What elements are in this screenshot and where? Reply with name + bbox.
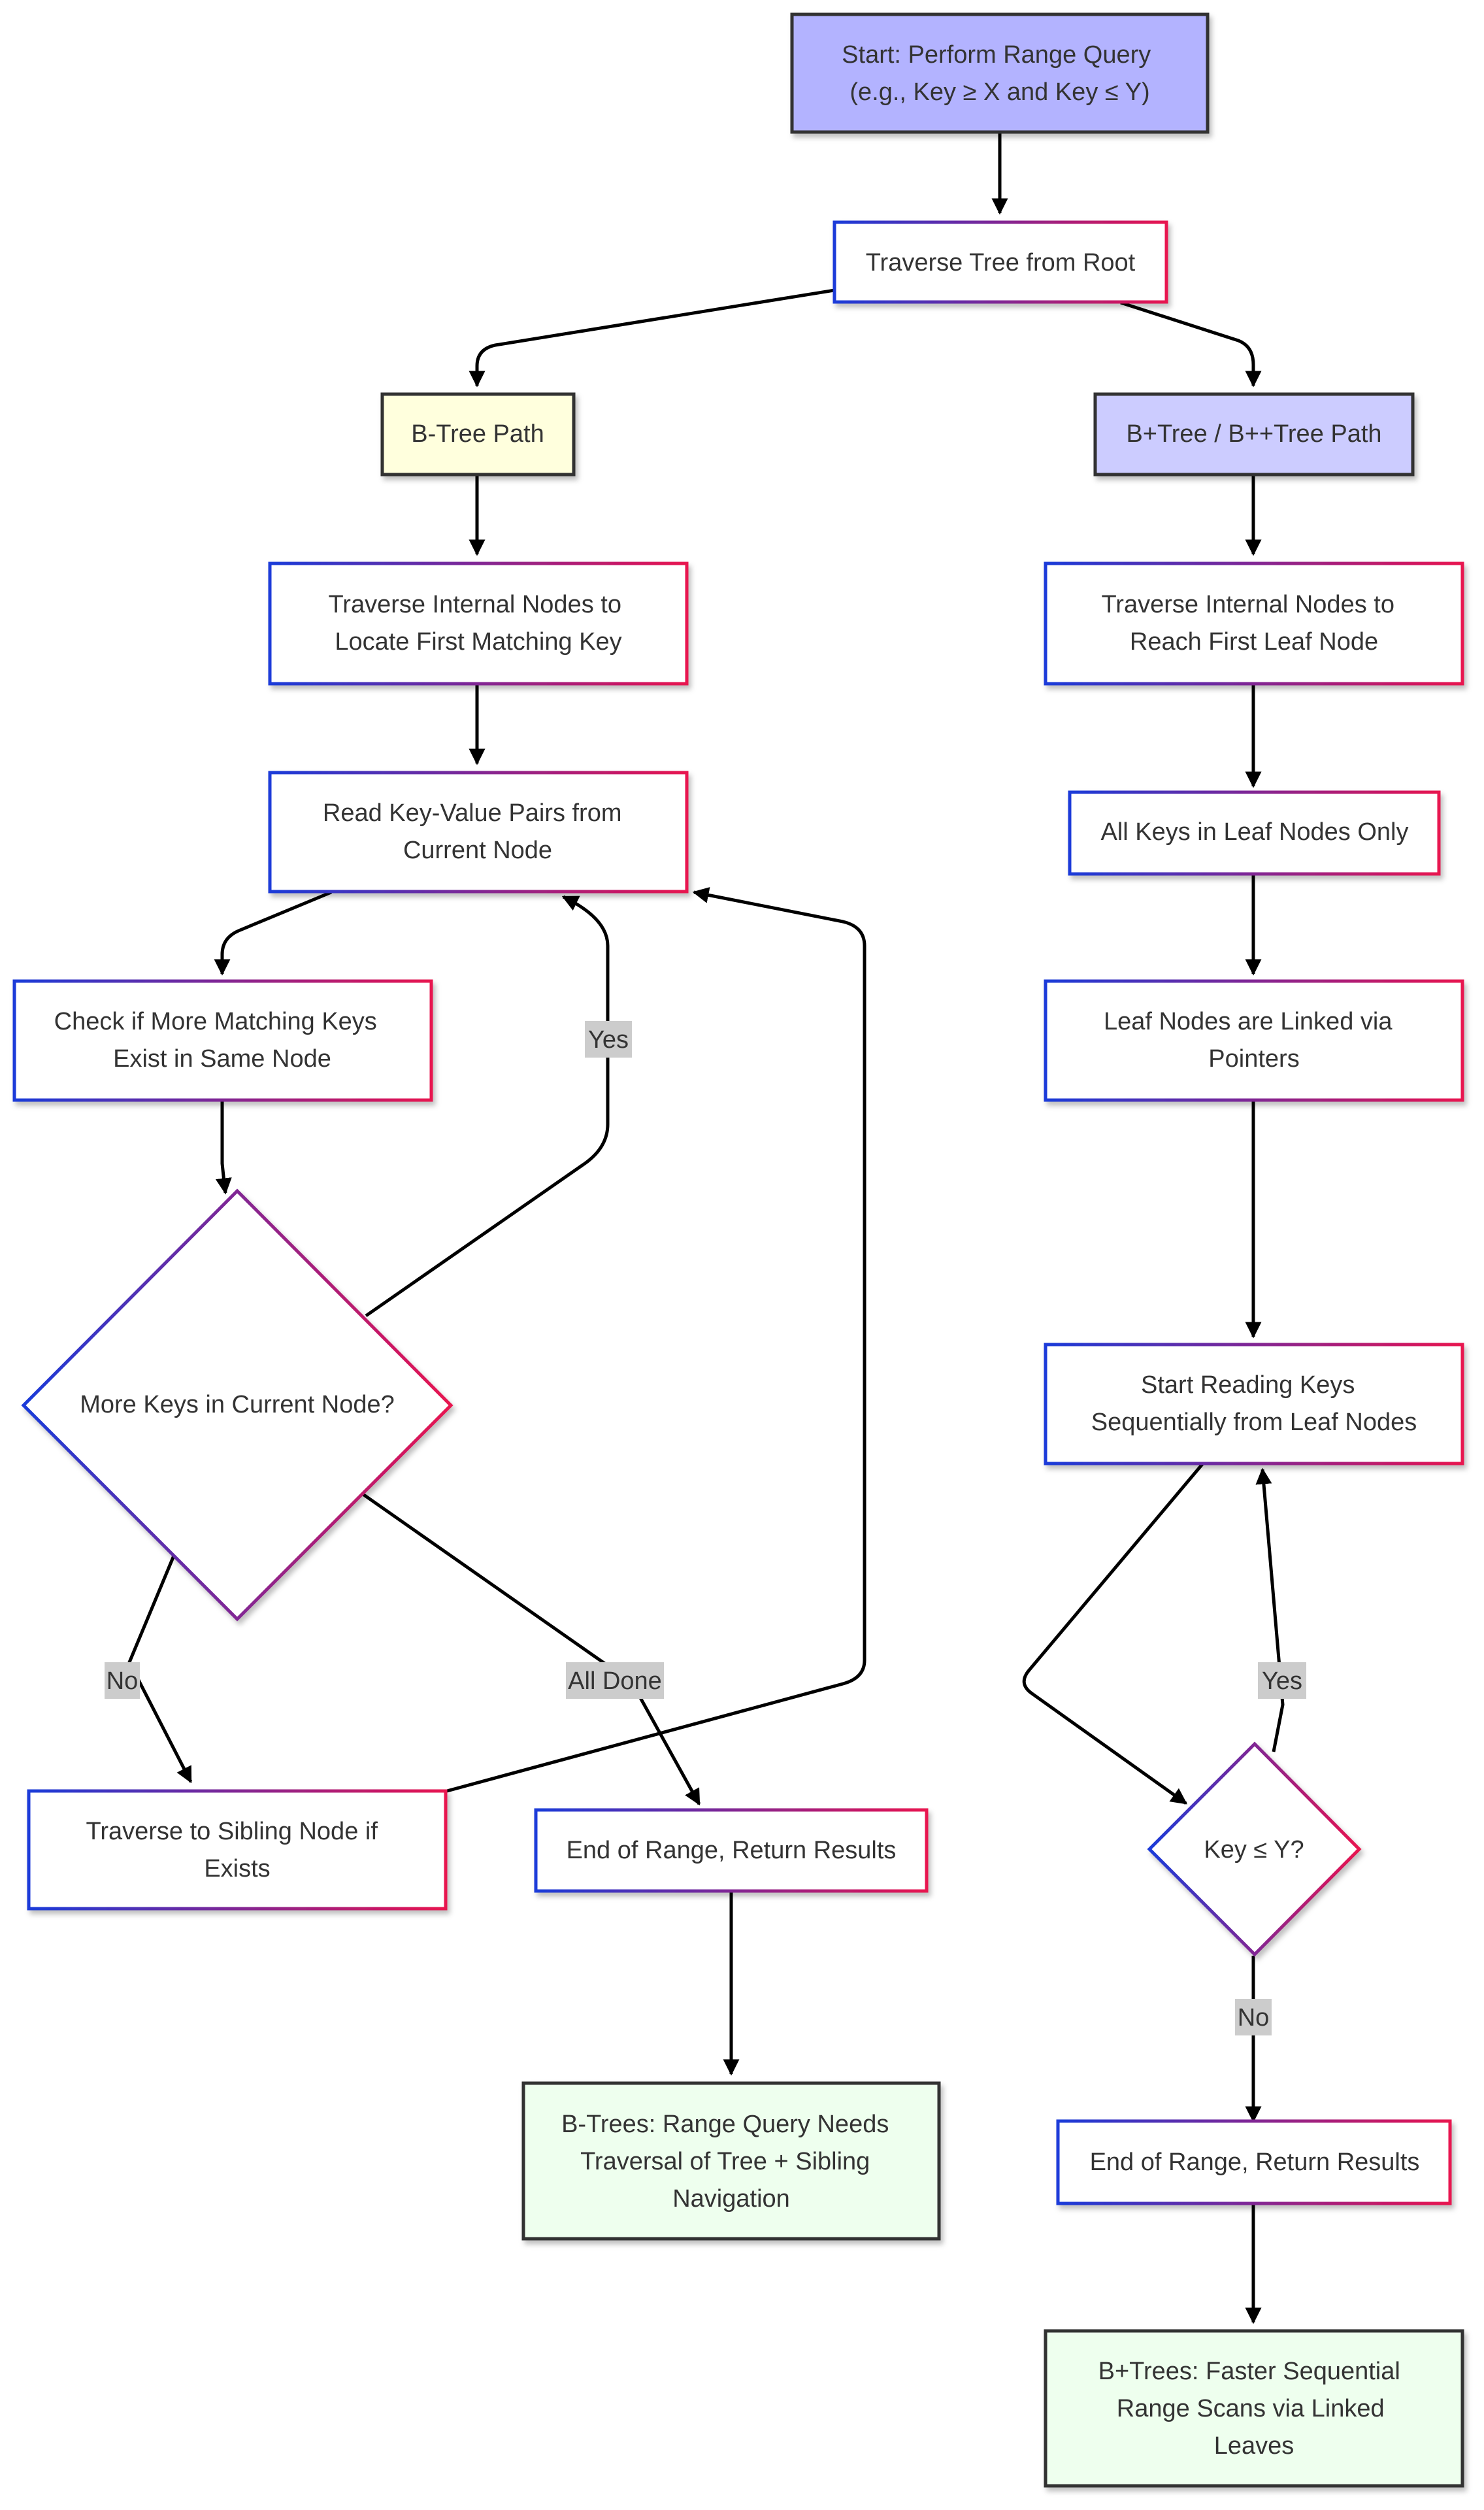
node-p-end: End of Range, Return Results xyxy=(1056,2119,1452,2205)
node-start-line-1: Start: Perform Range Query xyxy=(842,41,1151,69)
node-b-summary-line-3: Navigation xyxy=(672,2185,790,2213)
svg-text:Check if More Matching Keys: Check if More Matching Keys Exist in Sam… xyxy=(54,1008,384,1073)
node-b-internal-line-2: Locate First Matching Key xyxy=(335,628,621,656)
svg-text:End of Range, Return Results: End of Range, Return Results xyxy=(1090,2149,1420,2176)
node-traverse-root-line-1: Traverse Tree from Root xyxy=(866,249,1136,276)
svg-text:End of Range, Return Results: End of Range, Return Results xyxy=(567,1837,897,1864)
edge-root-to-bplus xyxy=(1120,301,1262,388)
node-p-internal-line-2: Reach First Leaf Node xyxy=(1130,628,1378,656)
node-p-leafonly: All Keys in Leaf Nodes Only xyxy=(1068,790,1441,876)
node-traverse-root: Traverse Tree from Root xyxy=(833,220,1168,304)
svg-text:All Keys in Leaf Nodes Only: All Keys in Leaf Nodes Only xyxy=(1100,818,1408,846)
node-b-read: Read Key-Value Pairs from Current Node xyxy=(268,771,689,894)
node-start-line-2: (e.g., Key ≥ X and Key ≤ Y) xyxy=(849,78,1149,106)
node-start: Start: Perform Range Query (e.g., Key ≥ … xyxy=(790,12,1210,134)
node-p-read: Start Reading Keys Sequentially from Lea… xyxy=(1044,1343,1464,1465)
svg-text:B+Tree / B++Tree Path: B+Tree / B++Tree Path xyxy=(1126,420,1381,448)
edge-pread-to-decision xyxy=(1022,1463,1204,1805)
node-b-read-line-1: Read Key-Value Pairs from xyxy=(323,799,622,827)
edge-sibling-to-read xyxy=(446,887,866,1793)
edge-decision-done xyxy=(361,1492,701,1806)
node-p-summary-line-1: B+Trees: Faster Sequential xyxy=(1098,2358,1400,2385)
node-b-check: Check if More Matching Keys Exist in Sam… xyxy=(12,979,433,1102)
edge-label-text: Yes xyxy=(588,1026,629,1054)
node-p-read-line-2: Sequentially from Leaf Nodes xyxy=(1091,1409,1417,1436)
node-p-summary: B+Trees: Faster Sequential Range Scans v… xyxy=(1044,2329,1464,2488)
node-p-decision: Key ≤ Y? xyxy=(1147,1741,1362,1957)
svg-text:B-Trees: Range Query Needs: B-Trees: Range Query Needs Traversal of … xyxy=(561,2111,896,2213)
edge-label-text: All Done xyxy=(568,1667,662,1695)
node-btree-path-line-1: B-Tree Path xyxy=(411,420,544,448)
node-b-read-line-2: Current Node xyxy=(403,837,552,864)
edges xyxy=(127,132,1285,2324)
svg-text:Read Key-Value Pairs from: Read Key-Value Pairs from Current Node xyxy=(323,799,629,864)
svg-text:Key ≤ Y?: Key ≤ Y? xyxy=(1204,1836,1304,1864)
node-b-decision: More Keys in Current Node? xyxy=(21,1188,453,1622)
svg-text:Start: Perform Range Query: Start: Perform Range Query (e.g., Key ≥ … xyxy=(842,41,1158,106)
node-b-decision-line-1: More Keys in Current Node? xyxy=(80,1391,395,1418)
node-b-check-line-1: Check if More Matching Keys xyxy=(54,1008,377,1035)
edge-label-b-no: No xyxy=(105,1662,140,1699)
node-bplus-path-line-1: B+Tree / B++Tree Path xyxy=(1126,420,1381,448)
node-b-end-line-1: End of Range, Return Results xyxy=(567,1837,897,1864)
edge-label-p-yes: Yes xyxy=(1258,1662,1306,1699)
node-b-internal: Traverse Internal Nodes to Locate First … xyxy=(268,561,689,686)
svg-text:Traverse Tree from Root: Traverse Tree from Root xyxy=(866,249,1136,276)
node-p-read-line-1: Start Reading Keys xyxy=(1141,1371,1355,1399)
node-p-end-line-1: End of Range, Return Results xyxy=(1090,2149,1420,2176)
node-b-sibling-line-2: Exists xyxy=(204,1855,270,1882)
edge-label-p-no: No xyxy=(1235,1999,1272,2035)
node-b-summary-line-2: Traversal of Tree + Sibling xyxy=(580,2148,870,2175)
edge-label-text: No xyxy=(1238,2004,1270,2032)
edge-read-to-check xyxy=(214,890,332,976)
node-b-summary: B-Trees: Range Query Needs Traversal of … xyxy=(521,2081,941,2241)
edge-pdecision-yes xyxy=(1255,1467,1285,1752)
edge-decision-yes xyxy=(365,895,610,1318)
svg-text:More Keys in Current Node?: More Keys in Current Node? xyxy=(80,1391,395,1418)
edge-label-text: No xyxy=(107,1667,139,1695)
node-bplus-path: B+Tree / B++Tree Path xyxy=(1093,392,1415,477)
node-b-sibling-line-1: Traverse to Sibling Node if xyxy=(86,1818,378,1845)
svg-text:B+Trees: Faster Sequential: B+Trees: Faster Sequential Range Scans v… xyxy=(1098,2358,1408,2460)
node-p-linked-line-1: Leaf Nodes are Linked via xyxy=(1104,1008,1393,1035)
node-b-check-line-2: Exist in Same Node xyxy=(113,1045,331,1073)
node-b-sibling: Traverse to Sibling Node if Exists xyxy=(27,1789,448,1911)
node-b-internal-line-1: Traverse Internal Nodes to xyxy=(328,591,621,618)
node-b-end: End of Range, Return Results xyxy=(534,1808,929,1893)
svg-text:Traverse to Sibling Node if: Traverse to Sibling Node if Exists xyxy=(86,1818,385,1882)
node-p-internal: Traverse Internal Nodes to Reach First L… xyxy=(1044,561,1464,686)
node-p-summary-line-3: Leaves xyxy=(1214,2432,1294,2460)
node-p-summary-line-2: Range Scans via Linked xyxy=(1117,2395,1385,2422)
edge-label-b-yes: Yes xyxy=(585,1021,632,1058)
svg-text:Leaf Nodes are Linked via: Leaf Nodes are Linked via Pointers xyxy=(1104,1008,1399,1073)
node-p-decision-line-1: Key ≤ Y? xyxy=(1204,1836,1304,1864)
svg-text:Traverse Internal Nodes to: Traverse Internal Nodes to Locate First … xyxy=(328,591,628,656)
svg-text:Traverse Internal Nodes to: Traverse Internal Nodes to Reach First L… xyxy=(1101,591,1401,656)
edge-check-to-decision xyxy=(215,1101,232,1195)
edge-label-text: Yes xyxy=(1262,1667,1302,1695)
node-btree-path: B-Tree Path xyxy=(380,392,576,477)
svg-text:Start Reading Keys Seq: Start Reading Keys Sequentially from Lea… xyxy=(1091,1371,1417,1436)
node-p-linked-line-2: Pointers xyxy=(1208,1045,1299,1073)
edge-root-to-btree xyxy=(469,288,835,388)
edge-label-b-done: All Done xyxy=(566,1662,664,1699)
node-b-summary-line-1: B-Trees: Range Query Needs xyxy=(561,2111,889,2138)
svg-text:B-Tree Path: B-Tree Path xyxy=(411,420,544,448)
node-p-linked: Leaf Nodes are Linked via Pointers xyxy=(1044,979,1464,1102)
nodes: Start: Perform Range Query (e.g., Key ≥ … xyxy=(12,12,1464,2488)
node-p-leafonly-line-1: All Keys in Leaf Nodes Only xyxy=(1100,818,1408,846)
node-p-internal-line-1: Traverse Internal Nodes to xyxy=(1101,591,1394,618)
edge-labels: Yes No All Done Yes No xyxy=(105,1021,1306,2035)
